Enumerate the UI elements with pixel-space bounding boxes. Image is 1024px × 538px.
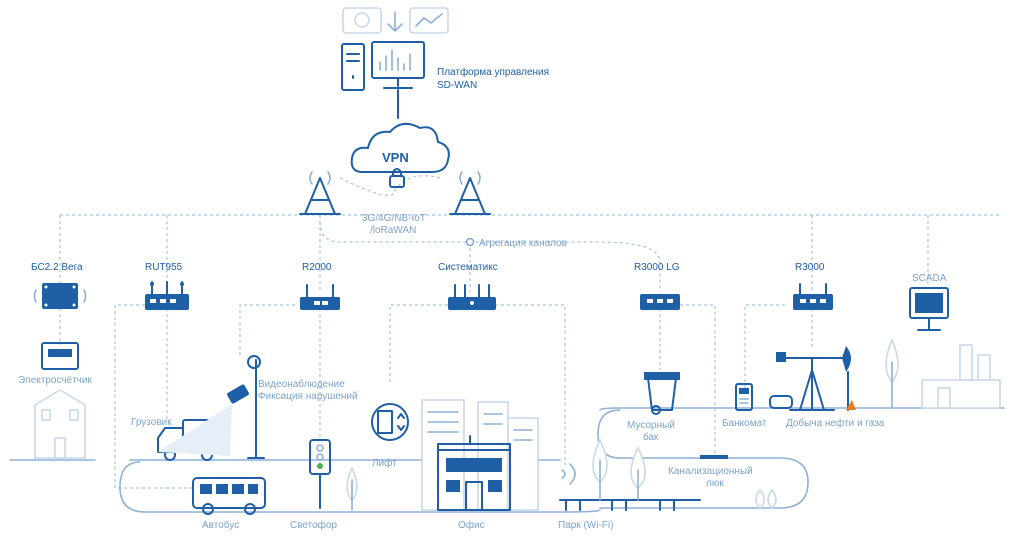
cloud-icon — [350, 122, 450, 173]
bs22-device-icon — [33, 283, 87, 309]
oil-label: Добыча нефти и газа — [786, 417, 885, 429]
cctv-camera-icon — [158, 355, 265, 459]
chart-panel-icon — [409, 7, 449, 34]
park-icon — [559, 438, 701, 511]
elevator-label: Лифт — [372, 457, 397, 469]
connection-lines — [59, 175, 1000, 489]
download-arrow-icon — [387, 11, 403, 32]
bus-label: Автобус — [202, 519, 239, 531]
platform-group: Платформа управления SD-WAN — [341, 7, 549, 119]
r2000-router-icon — [300, 284, 340, 310]
network-label: 3G/4G/NB-IoT — [362, 213, 426, 224]
bush-icon — [755, 488, 777, 510]
tower-left-icon — [299, 171, 341, 215]
aggregation-label: Агрегация каналов — [479, 238, 567, 249]
vpn-cloud: VPN — [350, 122, 450, 188]
server-icon — [341, 43, 365, 91]
device-label-r3000: R3000 — [795, 262, 825, 273]
atm-icon — [735, 383, 753, 411]
office-label: Офис — [458, 519, 485, 531]
sewer-label-2: люк — [706, 478, 724, 489]
vpn-label: VPN — [382, 150, 409, 165]
trash-bin-icon — [644, 372, 680, 415]
meter-label: Электросчётчик — [18, 375, 92, 386]
device-label-bs22: БС2.2 Вега — [31, 262, 83, 273]
traffic-light-label: Светофор — [290, 519, 337, 531]
tree-icon — [346, 466, 358, 511]
device-label-r3000lg: R3000 LG — [634, 262, 680, 273]
r3000-router-icon — [793, 283, 833, 310]
truck-label: Грузовик — [131, 417, 172, 428]
cctv-label: Видеонаблюдение — [258, 378, 345, 390]
factory-icon — [885, 337, 1001, 409]
device-label-scada: SCADA — [912, 273, 947, 284]
meter-house-icon — [34, 342, 86, 459]
platform-label-2: SD-WAN — [437, 80, 477, 91]
sewer-hatch-icon — [700, 455, 728, 459]
office-building-icon — [421, 399, 539, 511]
cctv-label-2: Фиксация нарушений — [258, 391, 358, 402]
bus-icon — [192, 477, 266, 515]
park-label: Парк (Wi-Fi) — [558, 520, 613, 531]
sewer-label: Канализационный — [668, 466, 753, 477]
rut955-router-icon — [145, 281, 189, 310]
tower-right-icon — [449, 171, 491, 215]
trash-label: Мусорный — [627, 420, 675, 431]
r3000lg-router-icon — [640, 294, 680, 310]
atm-label: Банкомат — [722, 418, 767, 429]
device-label-r2000: R2000 — [302, 262, 332, 273]
electric-meter-icon — [41, 342, 79, 370]
traffic-light-icon — [309, 439, 331, 509]
sistematiks-router-icon — [448, 284, 496, 310]
elevator-icon — [371, 403, 409, 441]
trash-label-2: бак — [643, 431, 659, 443]
wifi-icon — [561, 463, 576, 485]
platform-label: Платформа управления — [437, 66, 549, 78]
lock-icon — [389, 175, 405, 188]
aggregation-node — [465, 237, 475, 247]
scada-terminal-icon — [909, 287, 949, 331]
device-label-rut955: RUT955 — [145, 262, 183, 273]
oil-pump-icon — [769, 346, 856, 411]
network-label-2: /loRaWAN — [370, 225, 416, 236]
device-label-sistematiks: Систематикс — [438, 262, 498, 273]
